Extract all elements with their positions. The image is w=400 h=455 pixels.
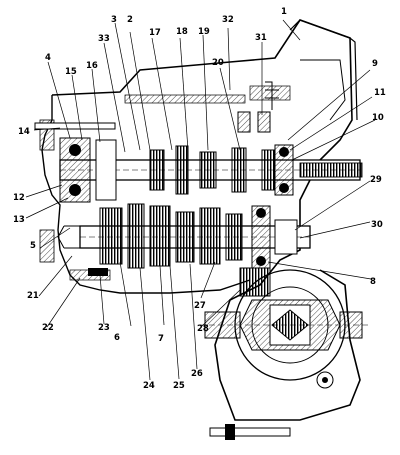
callout-27: 27	[194, 301, 206, 311]
callout-14: 14	[18, 127, 30, 137]
leader-lines	[25, 19, 376, 381]
callout-29: 29	[370, 175, 382, 185]
output-shaft	[57, 203, 311, 269]
callout-16: 16	[86, 61, 98, 71]
callout-24: 24	[143, 381, 155, 391]
callout-21: 21	[27, 291, 39, 301]
callout-25: 25	[173, 381, 185, 391]
callout-15: 15	[65, 67, 77, 77]
callout-22: 22	[42, 323, 54, 333]
input-shaft	[59, 145, 363, 195]
callout-7: 7	[158, 334, 164, 344]
callout-4: 4	[45, 53, 51, 63]
callout-5: 5	[30, 241, 36, 251]
callout-33: 33	[98, 34, 110, 44]
callout-26: 26	[191, 369, 203, 379]
callout-11: 11	[374, 88, 386, 98]
callout-1: 1	[281, 7, 287, 17]
shift-rods-and-bolts	[34, 81, 291, 440]
callout-17: 17	[149, 28, 161, 38]
callout-labels: 1 2 3 4 5 6 7 8 9 10 11 12 13 14 15 16 1…	[13, 7, 386, 391]
callout-30: 30	[371, 220, 383, 230]
input-bearings	[59, 137, 294, 203]
callout-8: 8	[370, 277, 376, 287]
callout-2: 2	[127, 15, 133, 25]
callout-3: 3	[111, 15, 117, 25]
callout-32: 32	[222, 15, 234, 25]
callout-20: 20	[212, 58, 224, 68]
differential-assembly	[200, 267, 370, 389]
callout-18: 18	[176, 27, 188, 37]
callout-31: 31	[255, 33, 267, 43]
callout-10: 10	[372, 113, 384, 123]
callout-23: 23	[98, 323, 110, 333]
callout-19: 19	[198, 27, 210, 37]
callout-13: 13	[13, 215, 25, 225]
callout-28: 28	[197, 324, 209, 334]
callout-9: 9	[372, 59, 378, 69]
callout-6: 6	[114, 333, 120, 343]
callout-12: 12	[13, 193, 25, 203]
